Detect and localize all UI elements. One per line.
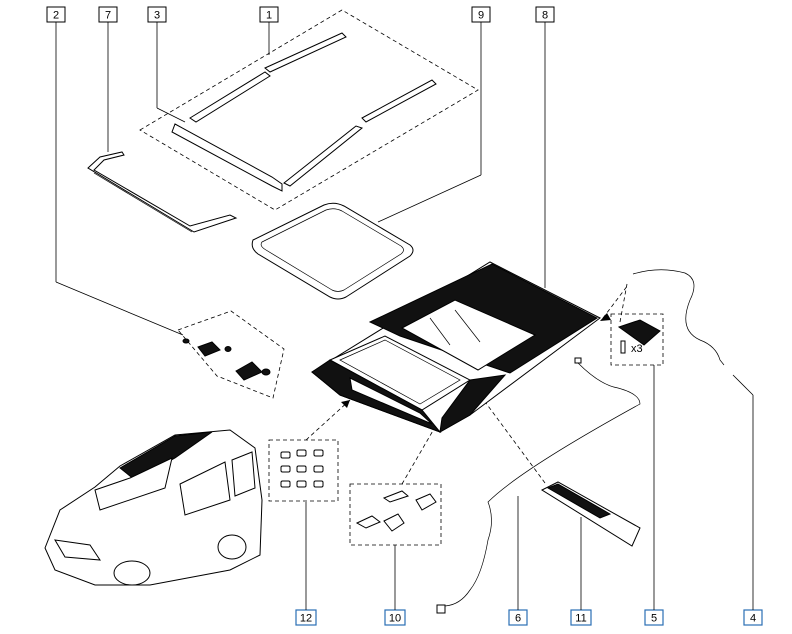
label-9[interactable]: 9	[471, 6, 491, 23]
label-7[interactable]: 7	[98, 6, 118, 23]
label-2-text: 2	[53, 10, 59, 22]
glass-seal	[251, 202, 414, 300]
label-1[interactable]: 1	[259, 6, 279, 23]
label-12[interactable]: 12	[295, 609, 317, 626]
label-7-text: 7	[105, 10, 111, 22]
label-10[interactable]: 10	[384, 609, 406, 626]
label-3[interactable]: 3	[147, 6, 167, 23]
panoramic-roof-assembly	[311, 261, 601, 434]
drive-cable	[632, 269, 725, 366]
label-4[interactable]: 4	[743, 609, 763, 626]
label-6[interactable]: 6	[508, 609, 528, 626]
front-seal-strip	[87, 151, 238, 233]
label-11-text: 11	[575, 613, 586, 625]
label-9-text: 9	[478, 10, 484, 22]
quantity-x3: x3	[631, 343, 643, 355]
label-2[interactable]: 2	[46, 6, 66, 23]
label-11[interactable]: 11	[570, 609, 592, 626]
clips-kit	[177, 310, 285, 399]
rear-trim-panel	[540, 481, 641, 547]
label-10-text: 10	[389, 613, 401, 625]
bracket-kit	[349, 483, 442, 546]
wiring-harness	[436, 357, 641, 614]
label-12-text: 12	[300, 613, 312, 625]
label-4-text: 4	[750, 613, 756, 625]
roof-rail-kit	[139, 9, 479, 211]
label-1-text: 1	[266, 10, 272, 22]
label-5[interactable]: 5	[644, 609, 664, 626]
vehicle-illustration	[44, 429, 263, 586]
label-8-text: 8	[542, 10, 548, 22]
label-3-text: 3	[154, 10, 160, 22]
label-8[interactable]: 8	[535, 6, 555, 23]
motor-kit: x3	[610, 313, 664, 366]
leader-lines	[55, 22, 754, 610]
pad-kit	[268, 439, 339, 502]
label-5-text: 5	[651, 613, 657, 625]
label-6-text: 6	[515, 613, 521, 625]
